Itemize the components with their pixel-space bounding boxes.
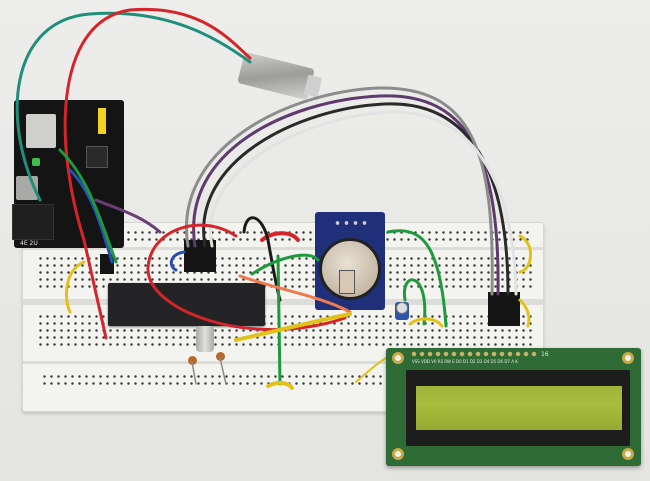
rtc-header-pins — [333, 218, 369, 228]
wire-red-down — [82, 238, 108, 340]
wire-red-short — [260, 231, 300, 242]
capacitor-right — [216, 352, 225, 361]
lcd-screen — [416, 386, 622, 430]
lcd-bezel — [406, 370, 630, 446]
crystal-oscillator — [196, 326, 214, 352]
header-connector-right — [488, 292, 520, 326]
lcd-mount-hole-br — [622, 448, 634, 460]
dc-jack — [12, 204, 54, 240]
capacitor-left — [188, 356, 197, 365]
wire-red-top — [63, 7, 252, 242]
usb-port — [26, 114, 56, 148]
wire-green-vertical — [276, 254, 282, 386]
wire-blue-psu — [68, 168, 114, 264]
voltage-jumper — [98, 108, 106, 134]
wire-yellow-3 — [408, 317, 444, 328]
regulator — [86, 146, 108, 168]
wire-yellow-1 — [234, 312, 352, 342]
lcd-mount-hole-tr — [622, 352, 634, 364]
lcd-mount-hole-tl — [392, 352, 404, 364]
wire-grey-loop — [185, 86, 494, 296]
microcontroller-chip — [108, 283, 265, 326]
lcd-module: VSS VDD V0 RS RW E D0 D1 D2 D3 D4 D5 D6 … — [386, 348, 641, 466]
wire-black-short — [242, 216, 282, 302]
power-led — [32, 158, 40, 166]
wire-yellow-6 — [266, 380, 294, 390]
wire-red-arc — [146, 223, 347, 332]
wire-yellow-4 — [518, 234, 532, 274]
lcd-pin-end-label: 16 — [541, 351, 549, 358]
wire-teal — [15, 11, 252, 202]
wire-purple-psu — [94, 198, 162, 234]
wire-green-1 — [250, 253, 320, 276]
wire-green-2 — [386, 229, 448, 328]
wire-yellow-5 — [518, 298, 531, 328]
wire-yellow-2 — [65, 260, 86, 314]
battery-clip — [339, 270, 355, 294]
lcd-mount-hole-bl — [392, 448, 404, 460]
wire-green-3 — [402, 278, 427, 326]
crystal-lead-left — [191, 361, 197, 385]
breadboard-center-channel — [23, 299, 543, 305]
potentiometer — [395, 302, 409, 320]
crystal-lead-right — [219, 357, 227, 385]
wire-purple-loop — [192, 94, 500, 296]
breadboard-groove-bottom — [23, 361, 543, 364]
wire-green-psu — [58, 148, 118, 264]
wire-blue-short — [169, 250, 186, 272]
lcd-pin-header — [410, 350, 538, 358]
breadboard-groove-top — [23, 247, 543, 250]
wire-white-loop — [208, 110, 518, 296]
rtc-module — [315, 212, 385, 310]
wire-black-loop — [202, 102, 510, 296]
pot-knob — [396, 302, 408, 314]
wire-orange — [238, 274, 352, 314]
psu-bottom-label: 4E 2U — [20, 240, 38, 247]
lcd-pin-labels: VSS VDD V0 RS RW E D0 D1 D2 D3 D4 D5 D6 … — [412, 359, 518, 364]
